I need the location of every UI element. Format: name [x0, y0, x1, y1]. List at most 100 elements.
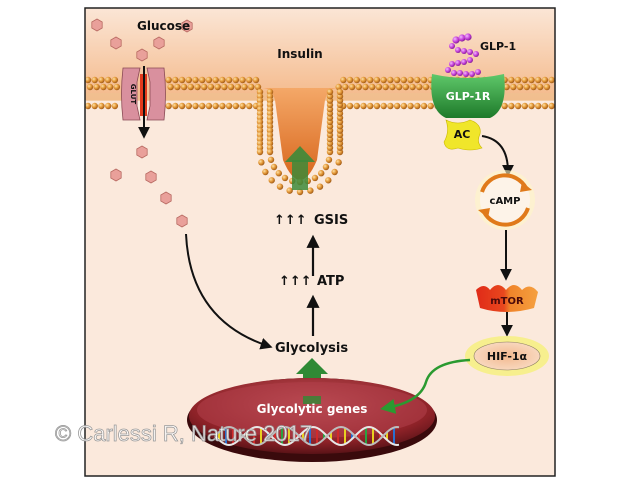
- lipid-bead: [199, 76, 206, 84]
- gsis-increase-marker: ↑↑↑: [274, 213, 307, 228]
- glucose-molecule-icon: [153, 36, 165, 50]
- figure-frame: [84, 7, 556, 477]
- lipid-bead: [387, 76, 394, 84]
- vesicle-lipid-bead: [325, 156, 333, 163]
- glp1-amino-acid-bead: [451, 70, 457, 76]
- lipid-bead: [106, 83, 114, 91]
- glp1-amino-acid-bead: [467, 49, 473, 55]
- lipid-bead: [232, 102, 240, 110]
- insulin-vesicle: [256, 88, 344, 196]
- lipid-bead: [340, 76, 347, 84]
- glycolysis-label: Glycolysis: [275, 341, 348, 356]
- lipid-bead: [91, 102, 98, 110]
- lipid-bead: [389, 83, 396, 91]
- glp1-amino-acid-bead: [455, 60, 461, 66]
- lipid-bead: [367, 102, 374, 110]
- dna-strand: [214, 425, 400, 447]
- lipid-bead: [420, 102, 428, 110]
- lipid-bead: [199, 102, 206, 110]
- vesicle-lipid-bead: [325, 177, 332, 184]
- lipid-bead: [212, 102, 219, 110]
- glp1-amino-acid-bead: [463, 71, 469, 77]
- vesicle-lipid-bead: [262, 168, 269, 176]
- lipid-bead: [342, 83, 349, 91]
- vesicle-lipid-bead: [316, 183, 324, 190]
- lipid-bead: [246, 76, 253, 84]
- lipid-bead: [510, 83, 517, 91]
- lipid-bead: [111, 102, 119, 110]
- glp1-amino-acid-bead: [458, 34, 466, 42]
- lipid-bead: [219, 76, 226, 84]
- vesicle-lipid-bead: [318, 170, 325, 177]
- lipid-bead: [535, 102, 542, 110]
- lipid-bead: [241, 83, 248, 91]
- lipid-bead: [521, 76, 528, 84]
- glp1-amino-acid-bead: [449, 61, 455, 67]
- lipid-bead: [516, 83, 524, 91]
- lipid-bead: [416, 83, 423, 91]
- lipid-bead: [165, 76, 172, 84]
- dna-helix-icon: [214, 425, 400, 447]
- lipid-bead: [167, 83, 174, 91]
- lipid-bead: [252, 76, 260, 84]
- vesicle-lipid-bead: [258, 159, 265, 166]
- glp1-amino-acid-bead: [469, 71, 475, 77]
- glp1-label: GLP-1: [480, 40, 516, 53]
- glp1-amino-acid-bead: [445, 67, 451, 73]
- lipid-bead: [548, 102, 555, 110]
- lipid-bead: [205, 76, 213, 84]
- lipid-bead: [192, 102, 199, 110]
- hif1a-protein: HIF-1α: [465, 336, 549, 376]
- glp1-amino-acid-bead: [455, 47, 461, 53]
- glp1-amino-acid-bead: [449, 43, 455, 49]
- glp1r-receptor: GLP-1R: [431, 74, 505, 118]
- vesicle-lipid-bead: [276, 183, 284, 190]
- lipid-bead: [420, 76, 428, 84]
- lipid-bead: [84, 102, 92, 110]
- camp-label: cAMP: [490, 196, 521, 207]
- lipid-bead: [355, 83, 362, 91]
- vesicle-green-arrow-shaft: [292, 160, 308, 190]
- glp1-amino-acid-bead: [475, 69, 481, 75]
- glucose-molecule-icon: [176, 214, 188, 228]
- vesicle-lipid-bead: [286, 187, 293, 194]
- lipid-bead: [387, 102, 394, 110]
- lipid-bead: [335, 83, 342, 91]
- lipid-bead: [104, 102, 112, 110]
- glut-label: GLUT: [129, 84, 137, 105]
- lipid-bead: [393, 102, 401, 110]
- adenylyl-cyclase: AC: [443, 119, 483, 151]
- lipid-bead: [543, 83, 551, 91]
- vesicle-lipid-bead: [322, 163, 330, 171]
- lipid-bead: [234, 83, 242, 91]
- lipid-bead: [93, 83, 100, 91]
- glp1-amino-acid-bead: [452, 36, 460, 44]
- glucose-label: Glucose: [137, 19, 190, 33]
- glycolytic-genes-label: Glycolytic genes: [257, 402, 368, 416]
- lipid-bead: [360, 76, 367, 84]
- lipid-bead: [400, 76, 408, 84]
- lipid-bead: [172, 102, 179, 110]
- lipid-bead: [548, 76, 555, 84]
- lipid-bead: [185, 102, 192, 110]
- lipid-bead: [221, 83, 228, 91]
- lipid-bead: [246, 102, 253, 110]
- lipid-bead: [212, 76, 219, 84]
- lipid-bead: [227, 83, 235, 91]
- ac-to-camp-arrow: [481, 135, 514, 177]
- lipid-bead: [104, 76, 112, 84]
- lipid-bead: [535, 76, 542, 84]
- copyright-watermark: © Carlessi R, Nature 2017: [55, 421, 312, 446]
- glp1-amino-acid-bead: [467, 57, 473, 63]
- lipid-bead: [178, 102, 186, 110]
- ac-label: AC: [454, 128, 471, 141]
- atp-label: ATP: [317, 274, 344, 289]
- insulin-label: Insulin: [277, 47, 322, 61]
- lipid-bead: [393, 76, 401, 84]
- lipid-bead: [346, 102, 354, 110]
- lipid-bead: [362, 83, 369, 91]
- lipid-bead: [353, 102, 360, 110]
- glucose-molecule-icon: [181, 19, 193, 33]
- lipid-bead: [91, 76, 98, 84]
